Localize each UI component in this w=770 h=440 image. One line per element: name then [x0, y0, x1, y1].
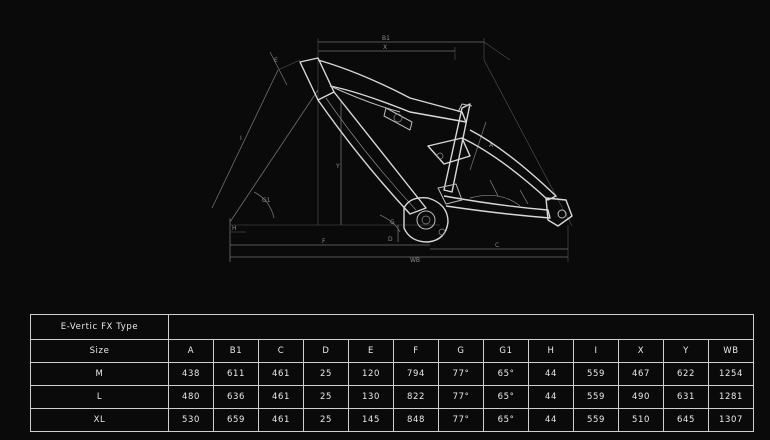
- geometry-table: E-Vertic FX Type Size A B1 C D E F G G1 …: [30, 313, 754, 433]
- dim-label-wb: WB: [410, 257, 420, 264]
- table-cell: 77°: [438, 407, 484, 433]
- table-cell: 44: [528, 362, 574, 386]
- table-cell: 65°: [483, 362, 529, 386]
- table-cell: 77°: [438, 385, 484, 409]
- dim-label-g1: G1: [262, 197, 271, 204]
- column-header: A: [168, 339, 214, 364]
- column-header: H: [528, 339, 574, 364]
- column-header: X: [618, 339, 664, 364]
- table-cell: 145: [348, 407, 394, 433]
- table-cell: 559: [573, 407, 619, 433]
- table-cell: 1307: [708, 407, 754, 433]
- table-title-spacer: [168, 313, 754, 341]
- dim-label-c: C: [495, 242, 499, 249]
- column-header: G1: [483, 339, 529, 364]
- column-header: WB: [708, 339, 754, 364]
- table-title: E-Vertic FX Type: [30, 313, 169, 341]
- table-cell: 659: [213, 407, 259, 433]
- table-cell: 822: [393, 385, 439, 409]
- dim-label-y: Y: [335, 163, 340, 170]
- column-header: E: [348, 339, 394, 364]
- bike-frame: [299, 57, 573, 243]
- table-row: M 438 611 461 25 120 794 77° 65° 44 559 …: [30, 362, 754, 386]
- table-cell: 794: [393, 362, 439, 386]
- table-cell: 490: [618, 385, 664, 409]
- column-header: Y: [663, 339, 709, 364]
- column-header: B1: [213, 339, 259, 364]
- dim-label-e: E: [274, 57, 278, 64]
- size-cell: L: [30, 385, 169, 409]
- table-cell: 65°: [483, 385, 529, 409]
- column-header: G: [438, 339, 484, 364]
- table-cell: 25: [303, 407, 349, 433]
- table-cell: 65°: [483, 407, 529, 433]
- dim-label-d: D: [388, 236, 393, 243]
- dim-label-b1: B1: [382, 35, 390, 42]
- dim-label-g: G: [390, 219, 395, 226]
- dim-label-i: I: [240, 135, 242, 142]
- table-cell: 480: [168, 385, 214, 409]
- size-cell: M: [30, 362, 169, 386]
- table-cell: 1254: [708, 362, 754, 386]
- table-cell: 25: [303, 385, 349, 409]
- table-row: L 480 636 461 25 130 822 77° 65° 44 559 …: [30, 385, 754, 409]
- dimension-lines: [211, 38, 573, 262]
- table-cell: 559: [573, 362, 619, 386]
- column-header: C: [258, 339, 304, 364]
- table-cell: 461: [258, 385, 304, 409]
- column-header: F: [393, 339, 439, 364]
- dim-label-x: X: [383, 44, 387, 51]
- table-cell: 611: [213, 362, 259, 386]
- table-cell: 130: [348, 385, 394, 409]
- table-cell: 467: [618, 362, 664, 386]
- table-cell: 848: [393, 407, 439, 433]
- table-cell: 44: [528, 385, 574, 409]
- table-cell: 631: [663, 385, 709, 409]
- frame-geometry-diagram: B1 X E I Y G1 G H D A F C WB: [211, 35, 573, 264]
- table-row: XL 530 659 461 25 145 848 77° 65° 44 559…: [30, 407, 754, 433]
- table-cell: 25: [303, 362, 349, 386]
- table-cell: 77°: [438, 362, 484, 386]
- dim-label-h: H: [232, 225, 237, 232]
- size-header: Size: [30, 339, 169, 364]
- table-title-row: E-Vertic FX Type: [30, 313, 754, 341]
- size-cell: XL: [30, 407, 169, 433]
- table-cell: 461: [258, 362, 304, 386]
- table-cell: 438: [168, 362, 214, 386]
- table-cell: 510: [618, 407, 664, 433]
- column-header: I: [573, 339, 619, 364]
- table-cell: 645: [663, 407, 709, 433]
- table-cell: 559: [573, 385, 619, 409]
- table-cell: 120: [348, 362, 394, 386]
- dim-label-a: A: [489, 142, 494, 149]
- column-header: D: [303, 339, 349, 364]
- table-cell: 636: [213, 385, 259, 409]
- table-header-row: Size A B1 C D E F G G1 H I X Y WB: [30, 339, 754, 364]
- table-cell: 530: [168, 407, 214, 433]
- dimension-labels: B1 X E I Y G1 G H D A F C WB: [232, 35, 499, 264]
- table-cell: 622: [663, 362, 709, 386]
- dim-label-f: F: [322, 238, 326, 245]
- table-cell: 461: [258, 407, 304, 433]
- table-cell: 44: [528, 407, 574, 433]
- table-cell: 1281: [708, 385, 754, 409]
